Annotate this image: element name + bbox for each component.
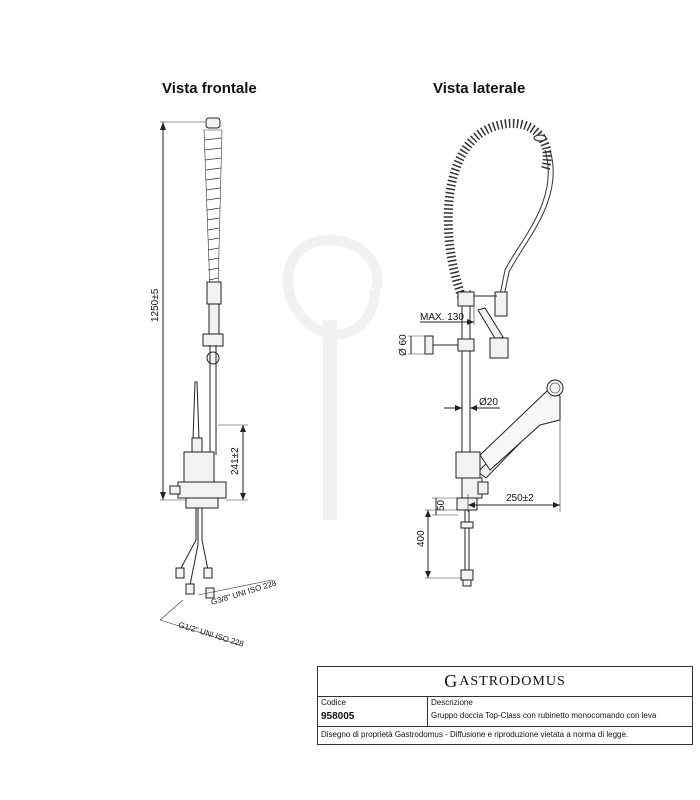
- code-value: 958005: [321, 711, 355, 722]
- watermark-logo: [282, 235, 383, 520]
- dim-column-diameter: Ø20: [479, 397, 498, 408]
- title-block-divider: [427, 696, 428, 726]
- dim-spout-reach: 250±2: [506, 493, 534, 504]
- side-view: MAX. 130 Ø 60 Ø20 250±2: [398, 118, 564, 587]
- code-label: Codice: [321, 698, 346, 707]
- dim-total-height: 1250±5: [150, 288, 161, 322]
- front-view-title: Vista frontale: [162, 80, 257, 97]
- dim-connection-large: G1/2" UNI ISO 228: [177, 620, 245, 649]
- dim-connection-small: G3/8" UNI ISO 228: [210, 578, 278, 607]
- front-view: 1250±5: [150, 117, 278, 649]
- dim-hose-length: 400: [416, 530, 427, 547]
- brand-initial: G: [444, 671, 459, 691]
- description-value: Gruppo doccia Top-Class con rubinetto mo…: [431, 711, 657, 720]
- title-block-hdivider: [318, 726, 692, 727]
- dim-base-height: 50: [436, 499, 447, 511]
- dim-tap-height: 241±2: [230, 447, 241, 475]
- dim-wall-diameter: Ø 60: [398, 334, 409, 356]
- dim-max-spout: MAX. 130: [420, 312, 464, 323]
- title-block: G ASTRODOMUS Codice 958005 Descrizione G…: [317, 666, 693, 745]
- ownership-notice: Disegno di proprietà Gastrodomus - Diffu…: [321, 730, 629, 739]
- brand-logo: G ASTRODOMUS: [318, 667, 692, 697]
- description-label: Descrizione: [431, 698, 473, 707]
- front-spring: [202, 117, 224, 365]
- brand-name: ASTRODOMUS: [459, 673, 566, 689]
- side-view-title: Vista laterale: [433, 80, 526, 97]
